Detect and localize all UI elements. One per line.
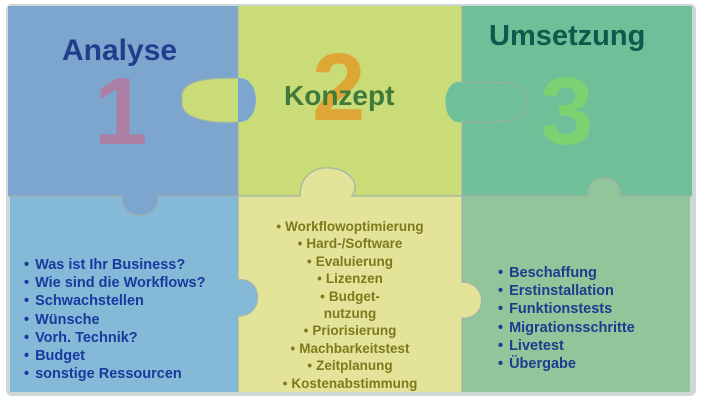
list-item: • Vorh. Technik? [24,329,205,347]
bullet-icon: • [24,329,30,346]
bullet-icon: • [282,375,288,391]
bullet-icon: • [498,283,504,300]
list-item-text: Wünsche [35,311,100,328]
umsetzung-task-list: • Beschaffung • Erstinstallation • Funktion… [498,264,635,373]
list-item-text: Evaluierung [315,253,393,269]
puzzle-seams [8,6,692,392]
puzzle-piece-analyse-top [8,6,256,216]
bullet-icon: • [306,253,312,269]
bullet-icon: • [290,340,296,356]
puzzle-piece-konzept-top [181,6,462,196]
bullet-icon: • [498,337,504,354]
list-item: •Machbarkeitstest [250,340,450,357]
bullet-icon: • [24,348,30,365]
list-item: • Was ist Ihr Business? [24,256,205,274]
puzzle-piece-umsetzung-top [445,6,692,196]
bullet-icon: • [24,311,30,328]
list-item: • Funktionstests [498,300,635,318]
list-item-text: Budget- [328,288,380,304]
list-item: • Übergabe [498,355,635,373]
list-item: • Livetest [498,337,635,355]
list-item: •Lizenzen [250,270,450,287]
bullet-icon: • [498,265,504,281]
puzzle-piece-konzept-bottom [238,167,482,392]
list-item: •Workflowoptimierung [250,218,450,235]
list-item-text: Migrationsschritte [509,319,635,336]
bullet-icon: • [498,301,504,318]
phase-number-2: 2 [312,34,366,141]
bullet-icon: • [297,236,303,252]
phase-title-konzept: Konzept [284,80,395,111]
list-item-text: Erstinstallation [509,283,614,300]
bullet-icon: • [24,257,30,273]
list-item-text: Was ist Ihr Business? [35,257,186,273]
list-item-text: Zeitplanung [316,358,393,374]
list-item: • Beschaffung [498,264,635,282]
list-item-text: Schwachstellen [35,293,144,310]
list-item-text: Lizenzen [325,271,383,287]
bullet-icon: • [276,219,282,234]
list-item: •Hard-/Software [250,235,450,252]
bullet-icon: • [24,293,30,310]
list-item-text: Kostenabstimmung [291,375,418,391]
analyse-task-list: • Was ist Ihr Business? • Wie sind die Wor… [24,256,205,383]
phase-title-umsetzung: Umsetzung [489,20,646,52]
phase-number-3: 3 [540,58,594,165]
list-item-text: Vorh. Technik? [35,329,138,346]
list-item-text: Machbarkeitstest [299,340,410,356]
list-item-text: Livetest [509,337,564,354]
list-item: • Budget [24,347,205,365]
list-item-text: nutzung [323,306,377,322]
list-item-text: Beschaffung [509,265,597,281]
bullet-icon: • [317,271,322,287]
list-item: •Zeitplanung [250,357,450,374]
bullet-icon: • [498,319,504,336]
bullet-icon: • [307,358,313,374]
puzzle-piece-analyse-bottom [10,196,258,392]
list-item-text: Priorisierung [312,323,397,339]
list-item: • Erstinstallation [498,282,635,300]
list-item-text: Hard-/Software [306,236,403,252]
bullet-icon: • [303,323,309,339]
list-item: • Schwachstellen [24,292,205,310]
bullet-icon: • [24,275,30,292]
list-item-text: Wie sind die Workflows? [35,275,206,292]
list-item: • Migrationsschritte [498,319,635,337]
bullet-icon: • [498,356,504,373]
konzept-task-list: •Workflowoptimierung •Hard-/Software •Ev… [250,218,450,392]
list-item-text: sonstige Ressourcen [35,366,182,383]
bullet-icon: • [320,288,325,304]
phase-title-analyse: Analyse [62,34,178,67]
list-item: • Wünsche [24,311,205,329]
phase-number-1: 1 [94,58,148,165]
list-item: • sonstige Ressourcen [24,365,205,383]
list-item-text: Budget [35,348,86,365]
list-item: •Budget- [250,288,450,305]
puzzle-piece-umsetzung-bottom [462,178,690,392]
list-item-text: Funktionstests [509,301,613,318]
bullet-icon: • [24,366,30,383]
list-item: •Evaluierung [250,253,450,270]
list-item: •Kostenabstimmung [250,375,450,392]
list-item: •Priorisierung [250,322,450,339]
list-item-text: Übergabe [509,356,576,373]
list-item-text: Workflowoptimierung [285,219,424,234]
list-item-continuation: nutzung [250,305,450,322]
list-item: • Wie sind die Workflows? [24,274,205,292]
